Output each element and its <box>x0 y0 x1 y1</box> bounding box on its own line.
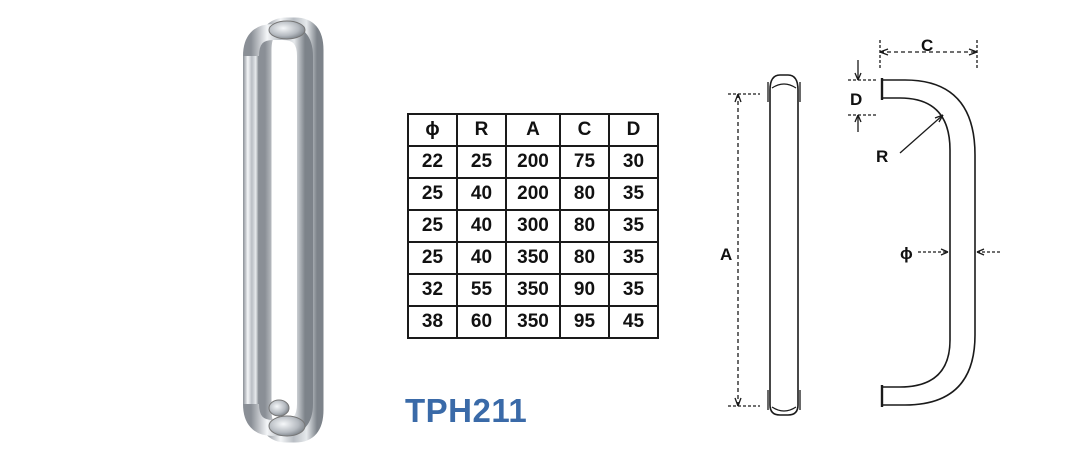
header-phi: ϕ <box>407 113 458 147</box>
cell-r: 60 <box>456 305 507 339</box>
dimension-d <box>848 60 876 132</box>
dimension-phi <box>918 248 1000 256</box>
cell-d: 35 <box>608 241 659 275</box>
cell-phi: 32 <box>407 273 458 307</box>
label-a: A <box>720 245 732 264</box>
cell-c: 80 <box>559 209 610 243</box>
cell-a: 350 <box>505 305 561 339</box>
cell-d: 35 <box>608 177 659 211</box>
cell-c: 80 <box>559 177 610 211</box>
cell-a: 350 <box>505 273 561 307</box>
cell-r: 25 <box>456 145 507 179</box>
header-a: A <box>505 113 561 147</box>
header-c: C <box>559 113 610 147</box>
dimension-c <box>879 40 978 70</box>
table-row: 25 40 300 80 35 <box>407 209 659 243</box>
spec-table: ϕ R A C D 22 25 200 75 30 25 40 200 80 3… <box>407 113 659 339</box>
handle-photo <box>243 17 324 443</box>
table-row: 25 40 350 80 35 <box>407 241 659 275</box>
cell-r: 40 <box>456 209 507 243</box>
front-view <box>767 74 801 416</box>
label-phi: ϕ <box>900 244 913 263</box>
side-view <box>880 78 976 407</box>
header-r: R <box>456 113 507 147</box>
cell-phi: 38 <box>407 305 458 339</box>
table-row: 22 25 200 75 30 <box>407 145 659 179</box>
cell-r: 40 <box>456 241 507 275</box>
cell-phi: 25 <box>407 241 458 275</box>
label-r: R <box>876 147 888 166</box>
technical-drawing: A C D R ϕ <box>720 36 1000 416</box>
cell-phi: 25 <box>407 177 458 211</box>
label-d: D <box>850 90 862 109</box>
cell-d: 35 <box>608 273 659 307</box>
table-row: 38 60 350 95 45 <box>407 305 659 339</box>
cell-phi: 22 <box>407 145 458 179</box>
cell-r: 40 <box>456 177 507 211</box>
cell-d: 35 <box>608 209 659 243</box>
cell-c: 75 <box>559 145 610 179</box>
cell-a: 200 <box>505 177 561 211</box>
cell-r: 55 <box>456 273 507 307</box>
cell-phi: 25 <box>407 209 458 243</box>
header-d: D <box>608 113 659 147</box>
table-row: 32 55 350 90 35 <box>407 273 659 307</box>
dimension-a <box>728 93 760 407</box>
cell-d: 30 <box>608 145 659 179</box>
model-number: TPH211 <box>405 392 528 429</box>
table-row: 25 40 200 80 35 <box>407 177 659 211</box>
table-header-row: ϕ R A C D <box>407 113 659 147</box>
cell-d: 45 <box>608 305 659 339</box>
cell-a: 350 <box>505 241 561 275</box>
dimension-r <box>899 114 944 154</box>
cell-c: 95 <box>559 305 610 339</box>
cell-c: 80 <box>559 241 610 275</box>
cell-a: 300 <box>505 209 561 243</box>
cell-c: 90 <box>559 273 610 307</box>
label-c: C <box>921 36 933 55</box>
cell-a: 200 <box>505 145 561 179</box>
